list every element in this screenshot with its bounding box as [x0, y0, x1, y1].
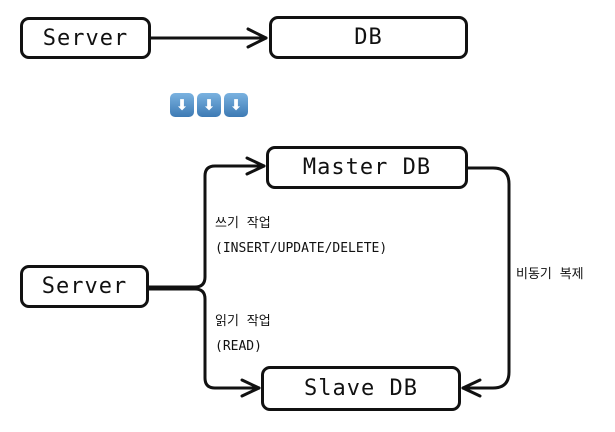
down-arrow-icon: ⬇	[170, 93, 194, 117]
server-node-bottom: Server	[20, 265, 149, 308]
connector-replication	[461, 166, 511, 390]
master-db-node: Master DB	[266, 146, 468, 189]
slave-db-node: Slave DB	[261, 366, 461, 411]
read-detail: (READ)	[215, 339, 262, 354]
replication-label: 비동기 복제	[516, 267, 584, 282]
server-node-top: Server	[20, 17, 151, 59]
connector-server-to-master	[147, 164, 266, 289]
write-detail: (INSERT/UPDATE/DELETE)	[215, 241, 388, 256]
server-label: Server	[41, 274, 128, 299]
down-arrow-icon: ⬇	[197, 93, 221, 117]
arrowhead-slave	[240, 378, 261, 398]
db-label: DB	[354, 25, 383, 50]
down-arrow-icon: ⬇	[224, 93, 248, 117]
read-operation-label: 읽기 작업 (READ)	[215, 309, 271, 359]
arrowhead-db	[246, 27, 268, 49]
transition-arrows: ⬇ ⬇ ⬇	[170, 93, 248, 117]
connector-server-to-slave	[147, 287, 261, 390]
read-title: 읽기 작업	[215, 314, 271, 329]
arrowhead-master	[245, 156, 266, 176]
write-operation-label: 쓰기 작업 (INSERT/UPDATE/DELETE)	[215, 211, 387, 261]
master-db-label: Master DB	[302, 155, 432, 180]
write-title: 쓰기 작업	[215, 216, 271, 231]
slave-db-label: Slave DB	[304, 376, 418, 401]
db-node-top: DB	[269, 16, 468, 59]
server-label: Server	[42, 25, 129, 51]
arrowhead-replication	[461, 378, 482, 398]
